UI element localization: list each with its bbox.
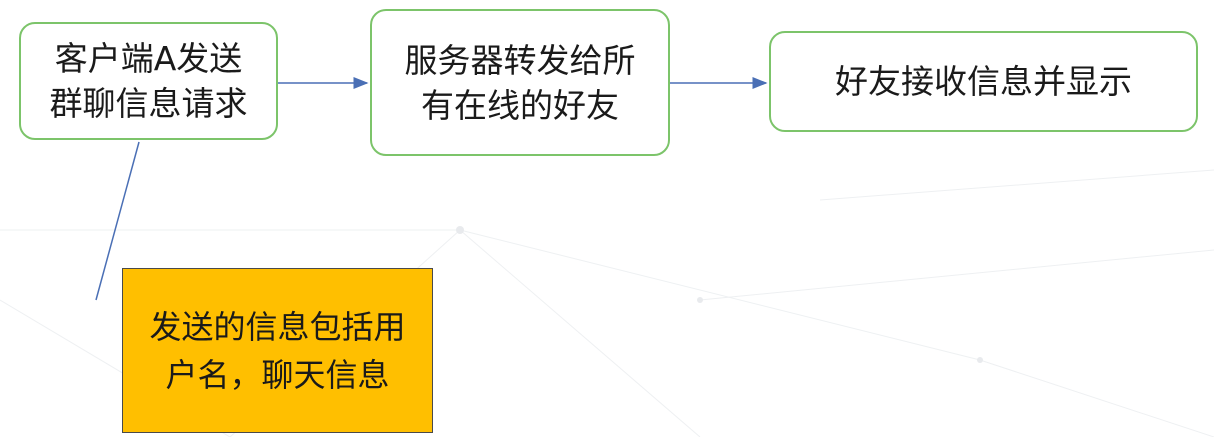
step-friend-receive-box: 好友接收信息并显示 bbox=[769, 31, 1198, 132]
step-server-forward-text: 服务器转发给所 有在线的好友 bbox=[405, 38, 636, 128]
step-client-send-line1: 客户端A发送 bbox=[54, 39, 243, 78]
step-server-forward-line1: 服务器转发给所 bbox=[404, 40, 636, 80]
step-client-send-text: 客户端A发送 群聊信息请求 bbox=[50, 36, 248, 126]
message-contents-text: 发送的信息包括用 户名，聊天信息 bbox=[149, 303, 405, 399]
step-server-forward-line2: 有在线的好友 bbox=[421, 85, 619, 125]
step-client-send-box: 客户端A发送 群聊信息请求 bbox=[19, 22, 278, 140]
message-contents-line1: 发送的信息包括用 bbox=[149, 307, 406, 346]
step-friend-receive-text: 好友接收信息并显示 bbox=[835, 62, 1132, 101]
step-server-forward-box: 服务器转发给所 有在线的好友 bbox=[370, 9, 670, 156]
message-contents-note: 发送的信息包括用 户名，聊天信息 bbox=[122, 268, 433, 433]
step-client-send-line2: 群聊信息请求 bbox=[49, 84, 248, 123]
message-contents-line2: 户名，聊天信息 bbox=[165, 355, 390, 394]
